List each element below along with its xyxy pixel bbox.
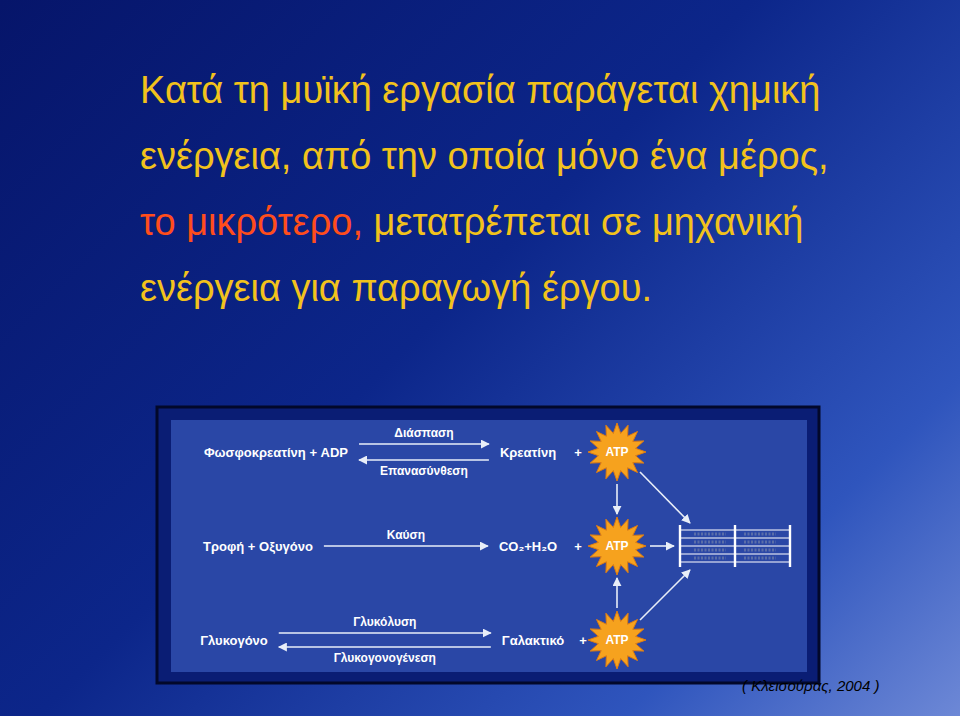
term-label: Γλυκογόνο bbox=[197, 631, 271, 650]
slide-heading: Κατά τη μυϊκή εργασία παράγεται χημική ε… bbox=[140, 57, 870, 321]
sarcomere-illustration bbox=[680, 525, 790, 567]
reaction-arrow bbox=[359, 443, 489, 445]
heading-text: Κατά τη μυϊκή εργασία παράγεται χημική ε… bbox=[140, 69, 829, 177]
reaction-arrow bbox=[616, 484, 618, 514]
term-node: Φωσφοκρεατίνη + ADP bbox=[201, 443, 351, 462]
atp-starburst: ATP bbox=[587, 610, 647, 670]
source-citation: ( Κλεισούρας, 2004 ) bbox=[742, 677, 879, 694]
reaction-arrow bbox=[279, 646, 491, 648]
term-label: Φωσφοκρεατίνη + ADP bbox=[201, 443, 351, 462]
process-label: Γλυκόλυση bbox=[350, 615, 419, 629]
starburst-outline bbox=[588, 611, 646, 669]
term-node: Γαλακτικό bbox=[499, 631, 567, 650]
atp-label: ATP bbox=[605, 445, 628, 459]
reaction-arrow bbox=[359, 459, 489, 461]
term-node: Κρεατίνη bbox=[497, 443, 559, 462]
atp-arrow bbox=[640, 570, 690, 620]
starburst-outline bbox=[588, 517, 646, 575]
term-label: CO₂+H₂O bbox=[496, 537, 560, 556]
term-label: Κρεατίνη bbox=[497, 443, 559, 462]
term-node: Γλυκογόνο bbox=[197, 631, 271, 650]
reaction-arrow bbox=[279, 632, 491, 634]
term-node: Τροφή + Οξυγόνο bbox=[200, 537, 316, 556]
atp-arrow bbox=[650, 545, 674, 547]
process-label: Καύση bbox=[384, 528, 428, 542]
atp-starburst: ATP bbox=[587, 422, 647, 482]
reaction-arrow bbox=[324, 545, 488, 547]
plus-sign: + bbox=[574, 539, 582, 554]
term-label: Τροφή + Οξυγόνο bbox=[200, 537, 316, 556]
plus-sign: + bbox=[574, 445, 582, 460]
starburst-outline bbox=[588, 423, 646, 481]
diagram-panel-frame bbox=[157, 407, 819, 683]
plus-sign: + bbox=[579, 633, 587, 648]
process-label: Διάσπαση bbox=[391, 426, 456, 440]
atp-label: ATP bbox=[605, 633, 628, 647]
term-label: Γαλακτικό bbox=[499, 631, 567, 650]
atp-label: ATP bbox=[605, 539, 628, 553]
reaction-arrow bbox=[616, 578, 618, 608]
process-label: Επανασύνθεση bbox=[377, 464, 471, 478]
process-label: Γλυκογονογένεση bbox=[331, 651, 439, 665]
atp-arrow bbox=[640, 472, 690, 523]
term-node: CO₂+H₂O bbox=[496, 537, 560, 556]
diagram-panel bbox=[171, 420, 807, 672]
atp-starburst: ATP bbox=[587, 516, 647, 576]
highlight-text: το μικρότερο, bbox=[140, 201, 363, 243]
